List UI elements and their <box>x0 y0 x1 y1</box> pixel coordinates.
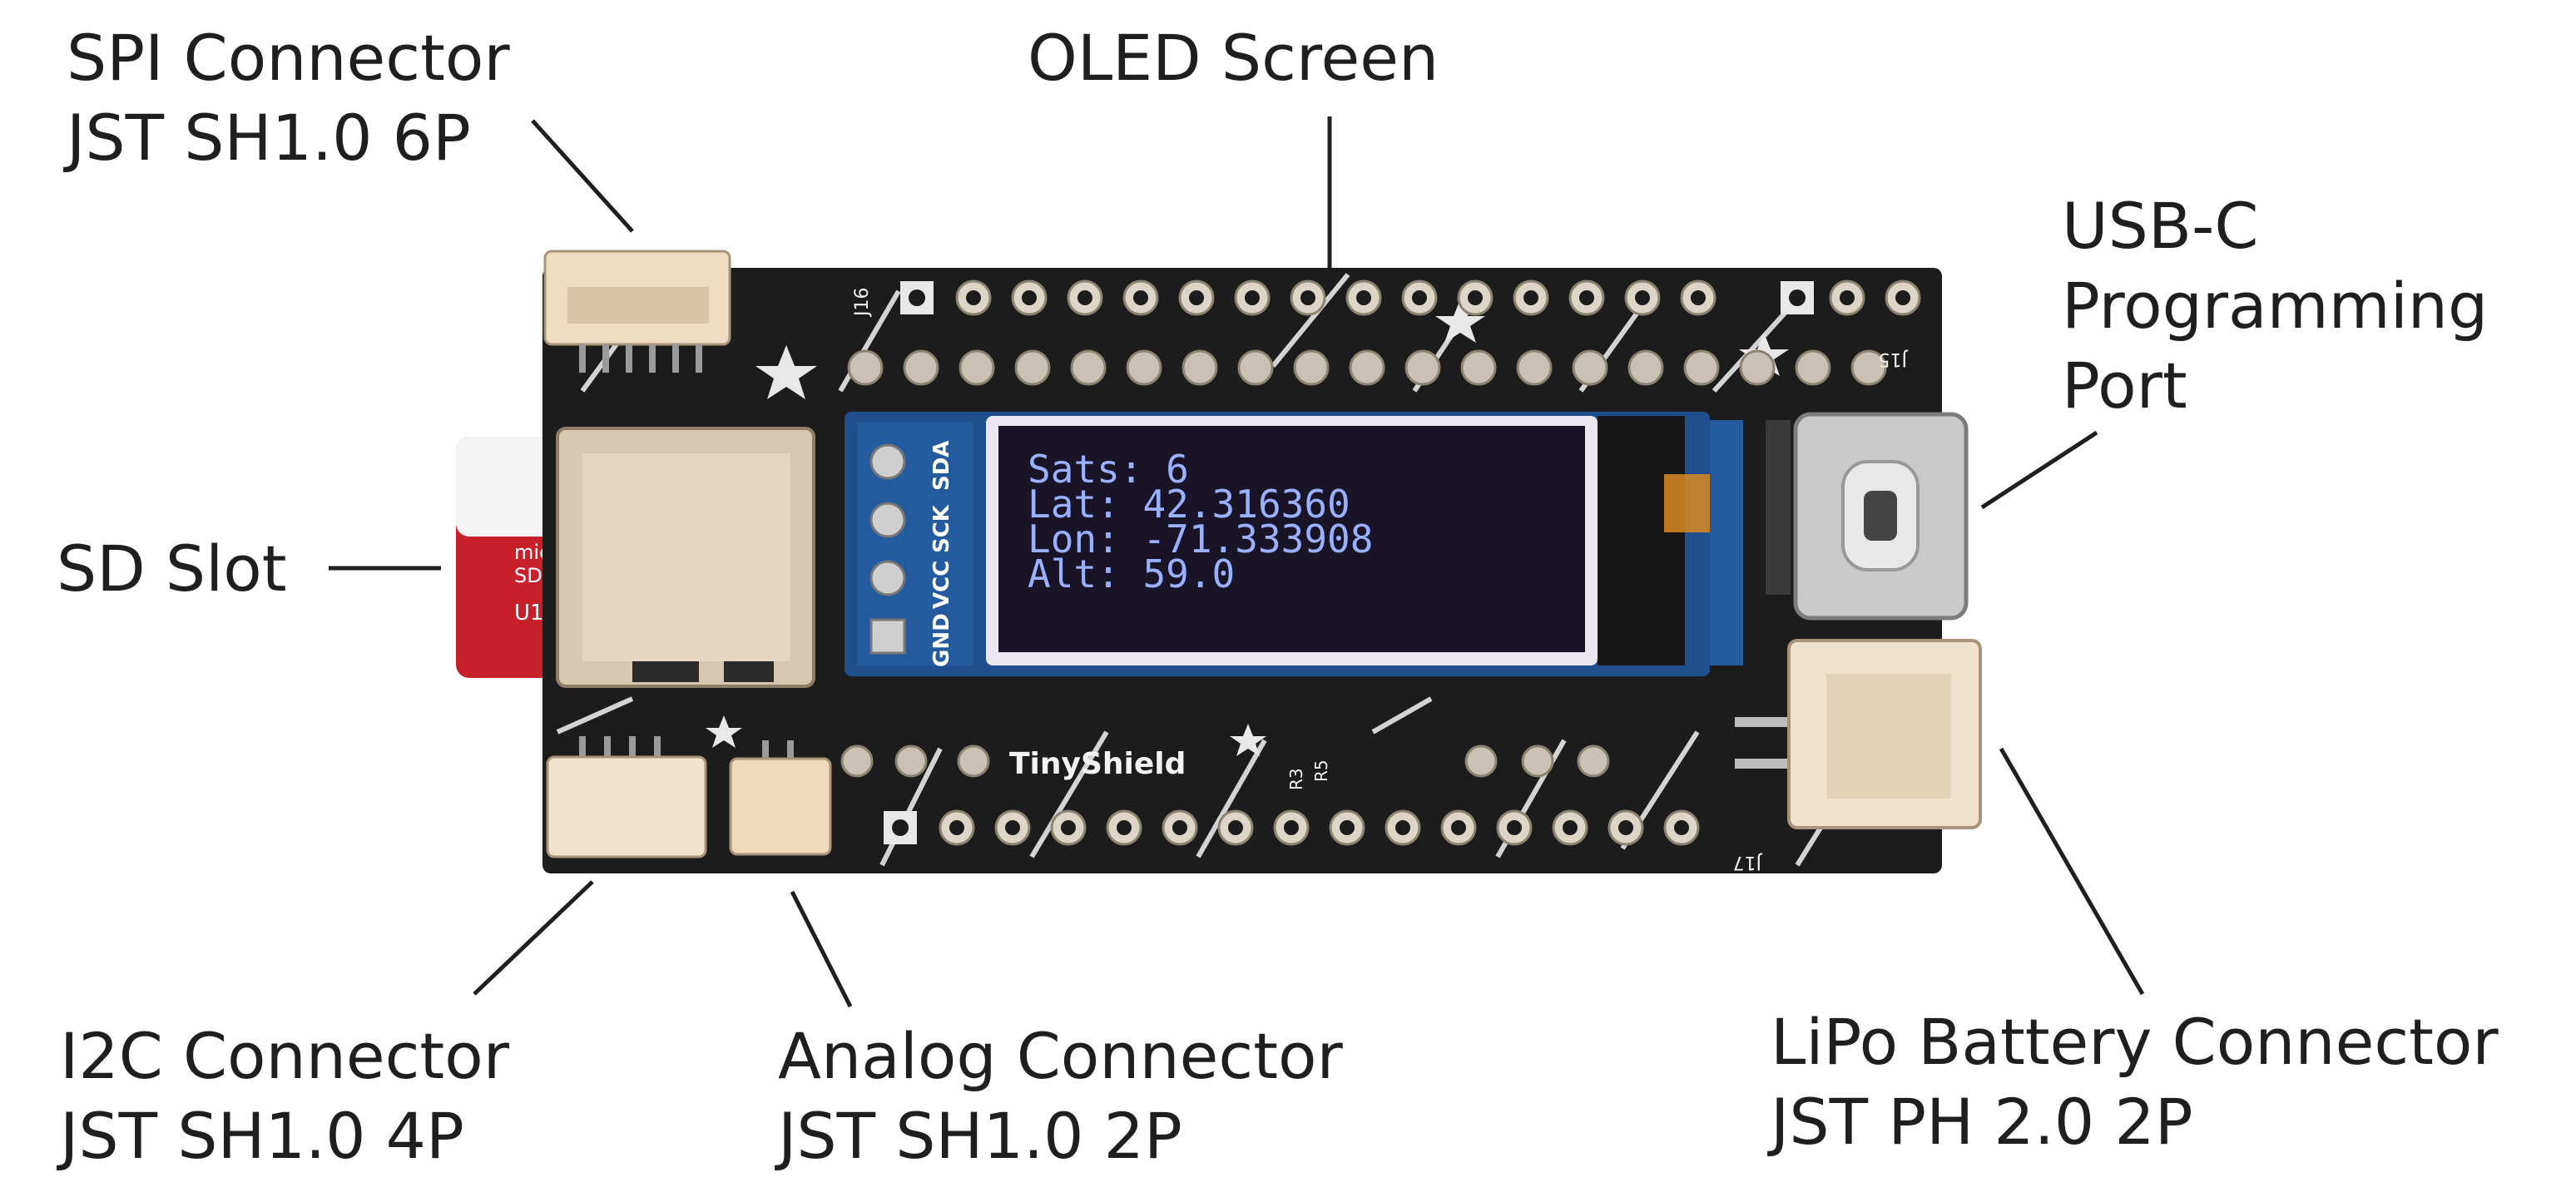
label-sd-slot: SD Slot <box>57 529 287 609</box>
i2c-connector <box>546 736 707 858</box>
second-header-row <box>847 349 1887 386</box>
bottom-header-holes <box>884 809 1700 846</box>
silkscreen-logo: TinyShield <box>1009 747 1186 781</box>
oled-line-alt: Alt: 59.0 <box>1028 552 1235 596</box>
oled-text-lines: Sats: 6 Lat: 42.316360 Lon: -71.333908 A… <box>1028 447 1373 596</box>
oled-line-lon: Lon: -71.333908 <box>1028 517 1373 561</box>
leader-line-lipo <box>1999 747 2145 996</box>
spi-connector <box>543 250 731 373</box>
label-sd-line1: SD Slot <box>57 532 287 606</box>
svg-text:R3: R3 <box>1286 768 1306 790</box>
label-usb-line3: Port <box>2062 349 2187 423</box>
label-spi-line2: JST SH1.0 6P <box>67 101 471 175</box>
label-i2c-line2: JST SH1.0 4P <box>60 1099 464 1173</box>
top-header-holes <box>900 279 1921 316</box>
label-spi-connector: SPI Connector JST SH1.0 6P <box>67 18 510 178</box>
oled-pin-vcc: VCC <box>929 561 954 609</box>
board-designators: J16 J15 J17 R3 R5 <box>852 288 1909 873</box>
svg-text:J17: J17 <box>1733 852 1763 873</box>
lipo-connector <box>1735 639 1982 829</box>
label-lipo-line1: LiPo Battery Connector <box>1771 1005 2499 1079</box>
svg-text:J15: J15 <box>1879 349 1909 369</box>
oled-pin-sck: SCK <box>929 504 954 553</box>
oled-line-sats: Sats: 6 <box>1028 447 1189 492</box>
label-usb-line2: Programming <box>2062 269 2489 343</box>
oled-module: SDA SCK VCC GND <box>845 412 1743 676</box>
label-analog-connector: Analog Connector JST SH1.0 2P <box>778 1017 1343 1176</box>
leader-line-i2c <box>473 880 594 996</box>
label-usb-line1: USB-C <box>2062 189 2259 263</box>
label-oled-screen: OLED Screen <box>1028 18 1439 98</box>
label-analog-line1: Analog Connector <box>778 1019 1343 1093</box>
label-oled-line1: OLED Screen <box>1028 21 1439 95</box>
leader-line-spi <box>531 119 634 233</box>
misc-holes <box>840 744 1610 778</box>
label-analog-line2: JST SH1.0 2P <box>778 1099 1182 1173</box>
oled-display-area <box>998 426 1585 652</box>
svg-text:R5: R5 <box>1311 759 1331 782</box>
svg-text:J16: J16 <box>852 288 873 318</box>
sd-slot <box>556 427 815 688</box>
oled-pin-sda: SDA <box>929 441 954 491</box>
oled-line-lat: Lat: 42.316360 <box>1028 482 1350 527</box>
label-spi-line1: SPI Connector <box>67 21 510 95</box>
label-i2c-connector: I2C Connector JST SH1.0 4P <box>60 1017 509 1176</box>
label-i2c-line1: I2C Connector <box>60 1019 509 1093</box>
leader-line-usb <box>1980 430 2098 510</box>
label-usb-c-port: USB-C Programming Port <box>2062 186 2488 426</box>
label-lipo-line2: JST PH 2.0 2P <box>1771 1085 2193 1159</box>
label-lipo-connector: LiPo Battery Connector JST PH 2.0 2P <box>1771 1002 2499 1162</box>
analog-connector <box>729 740 832 856</box>
oled-pin-gnd: GND <box>929 613 954 667</box>
usb-c-port <box>1766 412 1969 621</box>
leader-line-analog <box>790 890 853 1008</box>
